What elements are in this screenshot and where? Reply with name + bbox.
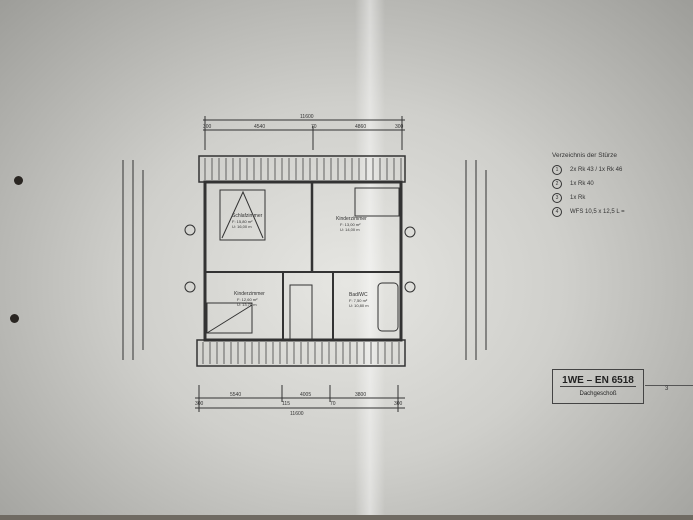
legend-title: Verzeichnis der Stürze (552, 152, 618, 159)
paper-fold (355, 0, 385, 515)
room-name: Schlafzimmer (232, 213, 263, 219)
dim-text: 300 (203, 124, 212, 130)
sheet-number: 3 (645, 385, 693, 392)
dim-text: 70 (311, 124, 317, 130)
room-name: Kinderzimmer (234, 291, 265, 297)
dim-top-total: 11600 (300, 114, 314, 120)
room-perimeter: U: 13,70 m (237, 302, 257, 307)
room-name: Kinderzimmer (336, 216, 367, 222)
legend-item: 4 WFS 10,5 x 12,5 L = (552, 207, 625, 217)
room-perimeter: U: 10,80 m (349, 303, 369, 308)
dim-text: 300 (394, 401, 403, 407)
dim-text: 300 (195, 401, 204, 407)
dim-text: 3800 (355, 392, 366, 398)
room-name: Bad/WC (349, 292, 368, 298)
legend-number: 4 (552, 207, 562, 217)
dim-text: 300 (395, 124, 404, 130)
legend-item: 3 1x Rk (552, 193, 625, 203)
lintel-legend: Verzeichnis der Stürze 1 2x Rk 43 / 1x Rk… (552, 152, 625, 221)
dim-text: 70 (330, 401, 336, 407)
dim-text: 5540 (230, 392, 241, 398)
legend-number: 3 (552, 193, 562, 203)
dim-text: 115 (282, 401, 290, 407)
drawing-code: 1WE – EN 6518 (560, 375, 636, 387)
dim-text: 4860 (355, 124, 366, 130)
legend-item: 1 2x Rk 43 / 1x Rk 46 (552, 165, 625, 175)
legend-number: 2 (552, 179, 562, 189)
legend-text: 1x Rk (570, 195, 586, 201)
drawing-subtitle: Dachgeschoß (579, 391, 617, 397)
room-perimeter: U: 16,00 m (232, 224, 252, 229)
legend-text: WFS 10,5 x 12,5 L = (570, 209, 625, 215)
title-block: 1WE – EN 6518 Dachgeschoß (552, 369, 644, 404)
dim-text: 4540 (254, 124, 265, 130)
legend-item: 2 1x Rk 40 (552, 179, 625, 189)
room-area: F: 7,50 m² (349, 298, 368, 303)
legend-text: 1x Rk 40 (570, 181, 594, 187)
punch-hole (14, 176, 23, 185)
room-area: F: 12,60 m² (237, 297, 258, 302)
legend-number: 1 (552, 165, 562, 175)
room-area: F: 15,80 m² (232, 219, 253, 224)
punch-hole (10, 314, 19, 323)
room-area: F: 13,00 m² (340, 222, 361, 227)
dim-text: 4005 (300, 392, 311, 398)
room-perimeter: U: 14,00 m (340, 227, 360, 232)
legend-text: 2x Rk 43 / 1x Rk 46 (570, 167, 623, 173)
dim-text: 11600 (290, 411, 304, 417)
